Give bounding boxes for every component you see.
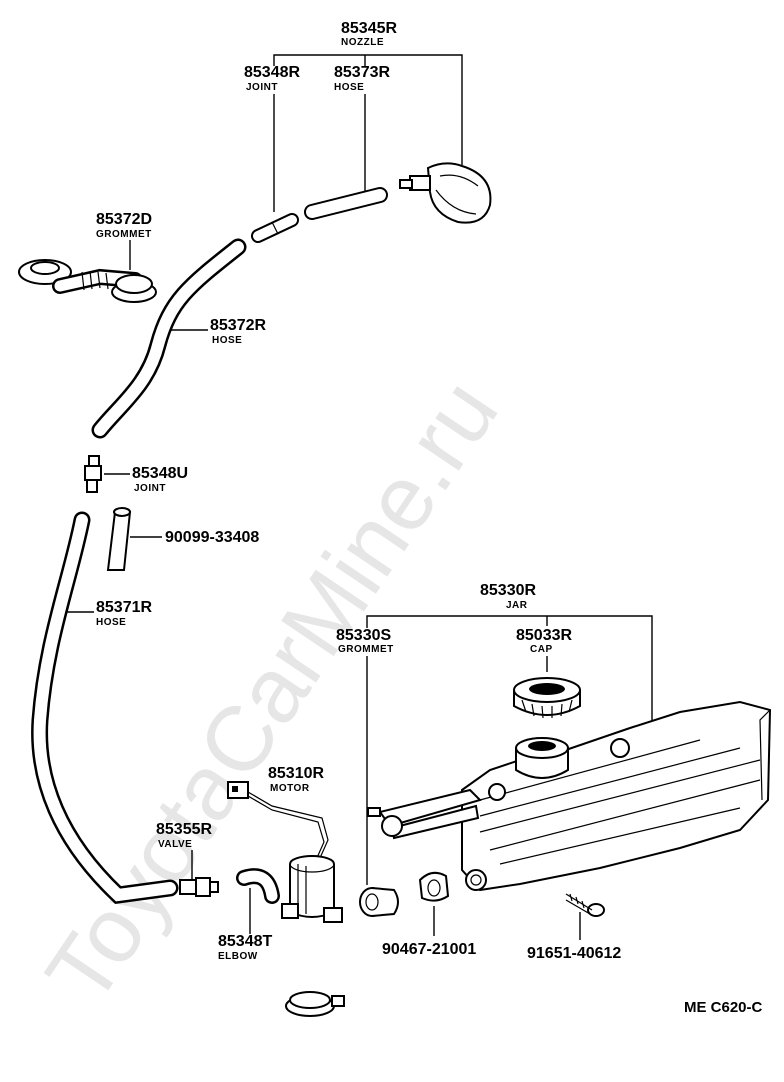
grommet-top-label-group: 85372D GROMMET bbox=[96, 211, 152, 270]
hose-long-part-number[interactable]: 85371R bbox=[96, 599, 152, 616]
grommet-top-part-name: GROMMET bbox=[96, 229, 152, 240]
cap-part-number[interactable]: 85033R bbox=[516, 627, 572, 644]
hose-mid-drawing bbox=[91, 238, 247, 439]
tube-drawing bbox=[106, 507, 132, 571]
watermark: ToyotaCarMine.ru bbox=[27, 362, 518, 1021]
clip-part-number[interactable]: 90467-21001 bbox=[382, 941, 476, 958]
grommet-jar-part-name: GROMMET bbox=[338, 644, 394, 655]
hose-top-drawing bbox=[304, 187, 388, 220]
cap-drawing bbox=[513, 677, 581, 719]
elbow-part-number[interactable]: 85348T bbox=[218, 933, 272, 950]
clamp-drawing bbox=[285, 991, 345, 1017]
joint-top-part-number[interactable]: 85348R bbox=[244, 64, 300, 81]
joint-top-part-name: JOINT bbox=[246, 82, 278, 93]
clip-label-group: 90467-21001 bbox=[382, 906, 476, 958]
hose-mid-label-group: 85372R HOSE bbox=[170, 317, 266, 346]
jar-part-name: JAR bbox=[506, 600, 528, 611]
grommet-jar-drawing bbox=[359, 887, 399, 917]
hose-mid-part-number[interactable]: 85372R bbox=[210, 317, 266, 334]
tube-label-group: 90099-33408 bbox=[130, 529, 259, 546]
grommet-jar-label-group: 85330S GROMMET bbox=[336, 627, 394, 885]
grommet-top-part-number[interactable]: 85372D bbox=[96, 211, 152, 228]
motor-label-group: 85310R MOTOR bbox=[268, 765, 324, 794]
screw-label-group: 91651-40612 bbox=[527, 912, 621, 962]
joint-top-drawing bbox=[251, 213, 299, 243]
hose-long-drawing bbox=[31, 511, 179, 904]
grommet-top-drawing bbox=[18, 259, 157, 303]
motor-part-name: MOTOR bbox=[270, 783, 310, 794]
jar-part-number[interactable]: 85330R bbox=[480, 582, 536, 599]
elbow-drawing bbox=[236, 868, 280, 904]
nozzle-part-name: NOZZLE bbox=[341, 37, 384, 48]
nozzle-label-group: 85345R NOZZLE bbox=[273, 20, 463, 165]
hose-top-part-number[interactable]: 85373R bbox=[334, 64, 390, 81]
diagram-code: ME C620-C bbox=[684, 999, 763, 1016]
joint-top-label-group: 85348R JOINT bbox=[244, 64, 300, 212]
hose-top-part-name: HOSE bbox=[334, 82, 364, 93]
motor-part-number[interactable]: 85310R bbox=[268, 765, 324, 782]
screw-drawing bbox=[565, 893, 605, 917]
valve-drawing bbox=[179, 877, 219, 897]
valve-part-number[interactable]: 85355R bbox=[156, 821, 212, 838]
hose-top-label-group: 85373R HOSE bbox=[334, 64, 390, 196]
hose-long-label-group: 85371R HOSE bbox=[60, 599, 152, 628]
jar-label-group: 85330R JAR bbox=[366, 582, 653, 725]
joint-mid-part-name: JOINT bbox=[134, 483, 166, 494]
nozzle-drawing bbox=[399, 162, 492, 224]
hose-mid-part-name: HOSE bbox=[212, 335, 242, 346]
grommet-jar-part-number[interactable]: 85330S bbox=[336, 627, 391, 644]
nozzle-part-number[interactable]: 85345R bbox=[341, 20, 397, 37]
motor-drawing bbox=[227, 781, 343, 923]
joint-mid-label-group: 85348U JOINT bbox=[104, 465, 188, 494]
hose-long-part-name: HOSE bbox=[96, 617, 126, 628]
screw-part-number[interactable]: 91651-40612 bbox=[527, 945, 621, 962]
joint-mid-part-number[interactable]: 85348U bbox=[132, 465, 188, 482]
jar-drawing bbox=[367, 700, 772, 892]
valve-label-group: 85355R VALVE bbox=[156, 821, 212, 880]
clip-drawing bbox=[418, 871, 450, 902]
cap-part-name: CAP bbox=[530, 644, 553, 655]
elbow-label-group: 85348T ELBOW bbox=[218, 888, 272, 962]
elbow-part-name: ELBOW bbox=[218, 951, 258, 962]
cap-label-group: 85033R CAP bbox=[516, 627, 572, 672]
valve-part-name: VALVE bbox=[158, 839, 192, 850]
tube-part-number[interactable]: 90099-33408 bbox=[165, 529, 259, 546]
joint-mid-drawing bbox=[84, 455, 102, 493]
